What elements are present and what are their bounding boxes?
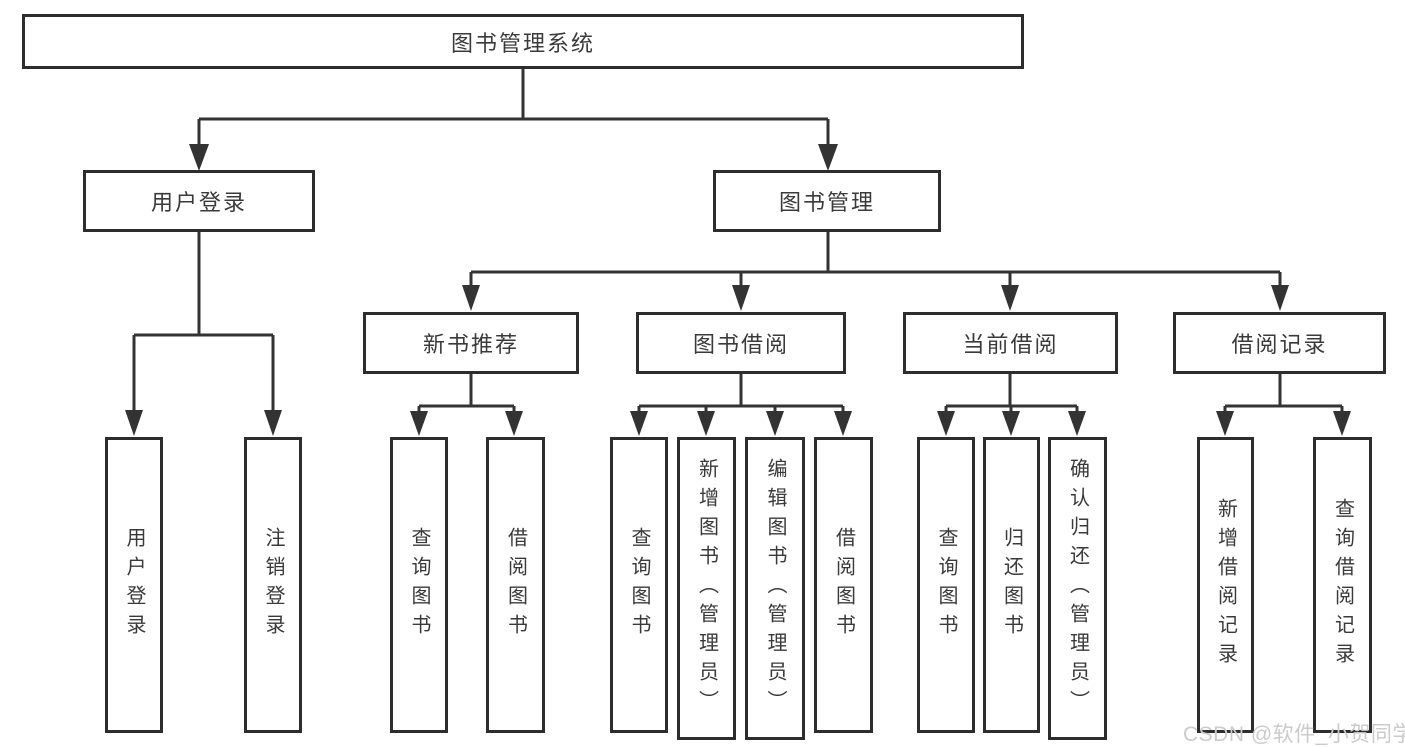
leaf-return-books: 归还图书 (983, 437, 1040, 733)
csdn-watermark: CSDN @软件_小贺同学 (1183, 723, 1405, 746)
leaf-query-books-borrow: 查询图书 (610, 437, 668, 733)
node-new-book-recommend: 新书推荐 (363, 312, 579, 374)
leaf-borrow-books: 借阅图书 (814, 437, 873, 733)
connector-paths (132, 69, 1344, 413)
leaf-edit-books-admin: 编辑图书（管理员） (745, 437, 805, 740)
leaf-query-books-current: 查询图书 (917, 437, 975, 733)
leaf-add-books-admin: 新增图书（管理员） (677, 437, 736, 740)
node-book-management: 图书管理 (713, 170, 941, 232)
node-user-login: 用户登录 (83, 170, 315, 232)
leaf-add-borrow-record: 新增借阅记录 (1197, 437, 1254, 733)
leaf-logout-login: 注销登录 (244, 437, 302, 733)
node-library-system: 图书管理系统 (22, 14, 1024, 69)
leaf-confirm-return-admin: 确认归还（管理员） (1048, 437, 1107, 740)
node-current-borrow: 当前借阅 (903, 312, 1118, 374)
node-borrow-records: 借阅记录 (1173, 312, 1386, 374)
leaf-query-borrow-record: 查询借阅记录 (1313, 437, 1372, 733)
node-book-borrow: 图书借阅 (636, 312, 846, 374)
leaf-borrow-books-recommend: 借阅图书 (486, 437, 545, 733)
leaf-query-books-recommend: 查询图书 (390, 437, 448, 733)
leaf-user-login: 用户登录 (105, 437, 163, 733)
arrowhead-icons (125, 144, 1351, 436)
